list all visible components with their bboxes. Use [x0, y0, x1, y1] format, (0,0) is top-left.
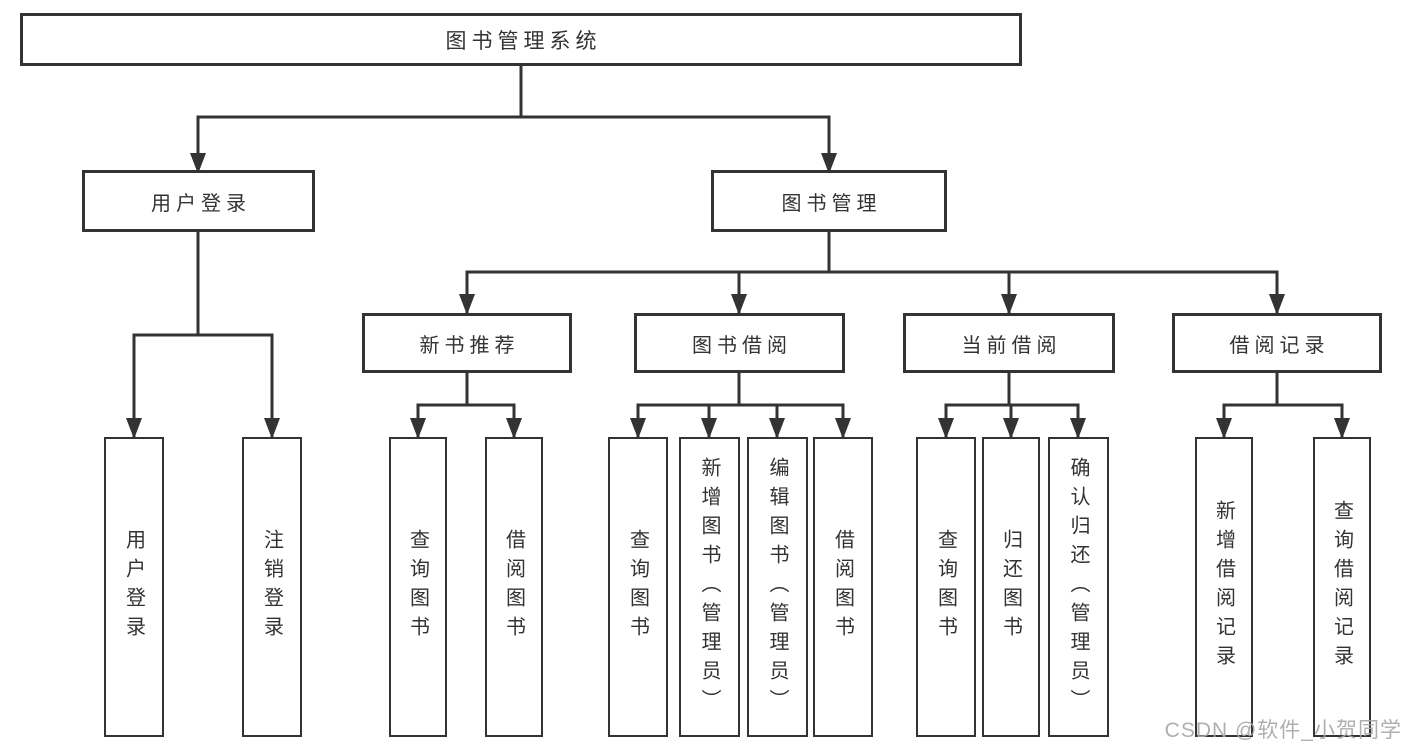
node-library-system: 图书管理系统 — [20, 13, 1022, 66]
node-borrowing-records: 借阅记录 — [1172, 313, 1382, 373]
leaf-edit-books-admin: 编辑图书（管理员） — [747, 437, 808, 737]
leaf-user-login: 用户登录 — [104, 437, 164, 737]
leaf-confirm-return-admin: 确认归还（管理员） — [1048, 437, 1109, 737]
leaf-query-books-current: 查询图书 — [916, 437, 976, 737]
leaf-add-borrow-record: 新增借阅记录 — [1195, 437, 1253, 737]
leaf-return-books: 归还图书 — [982, 437, 1040, 737]
leaf-logout: 注销登录 — [242, 437, 302, 737]
leaf-query-borrow-record: 查询借阅记录 — [1313, 437, 1371, 737]
node-current-borrowing: 当前借阅 — [903, 313, 1115, 373]
leaf-borrow-books-borrowing: 借阅图书 — [813, 437, 873, 737]
leaf-borrow-books-recommend: 借阅图书 — [485, 437, 543, 737]
node-user-login: 用户登录 — [82, 170, 315, 232]
leaf-query-books-borrowing: 查询图书 — [608, 437, 668, 737]
leaf-query-books-recommend: 查询图书 — [389, 437, 447, 737]
node-book-borrowing: 图书借阅 — [634, 313, 845, 373]
leaf-add-books-admin: 新增图书（管理员） — [679, 437, 740, 737]
watermark: CSDN @软件_小贺同学 — [1164, 719, 1402, 742]
node-book-management: 图书管理 — [711, 170, 947, 232]
node-new-book-recommend: 新书推荐 — [362, 313, 572, 373]
